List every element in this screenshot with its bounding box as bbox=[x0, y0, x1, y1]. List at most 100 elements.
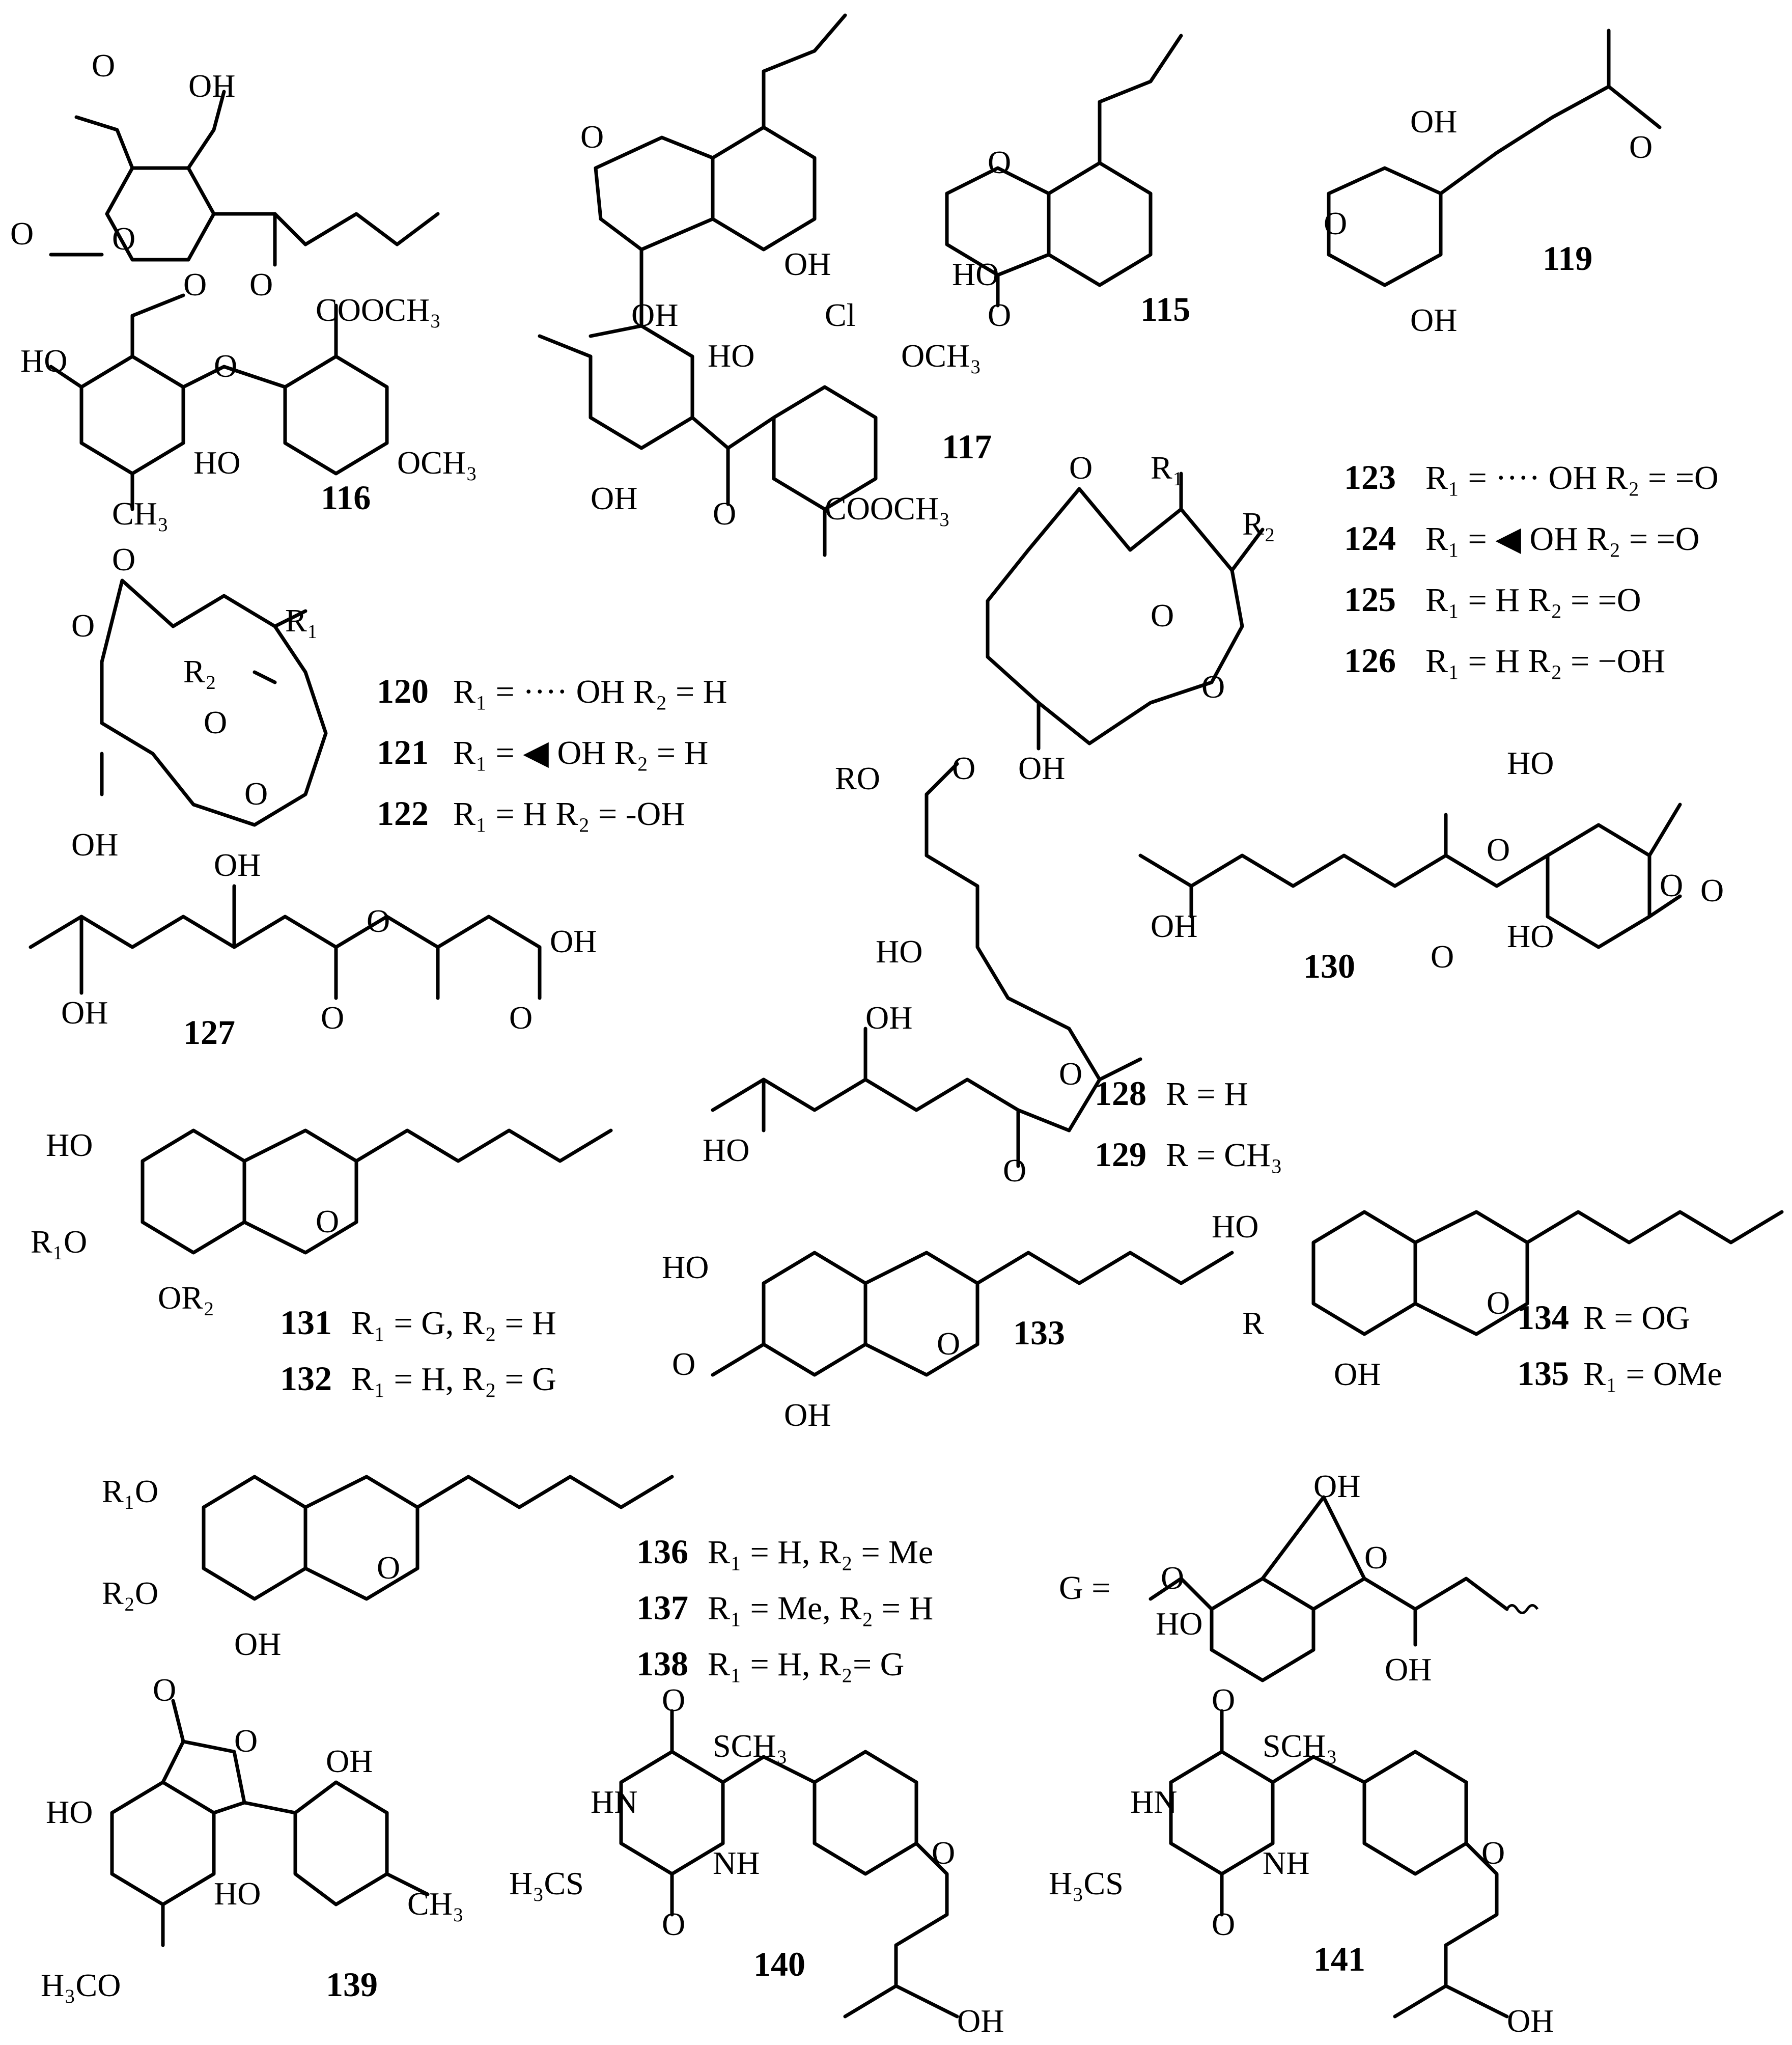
label-ho: HO bbox=[46, 1794, 93, 1830]
structure-136-138: R₁O R₂O OH O bbox=[102, 1473, 674, 1662]
label-h3cs: H₃CS bbox=[509, 1865, 584, 1901]
label-o: O bbox=[112, 220, 135, 257]
label-o: O bbox=[1324, 205, 1347, 241]
label-sch3: SCH₃ bbox=[713, 1728, 788, 1764]
compound-number: 123 bbox=[1344, 458, 1396, 496]
label-ho: HO bbox=[46, 1127, 93, 1163]
substituent-text: R₁ = H R₂ = −OH bbox=[1425, 643, 1665, 680]
structure-134-135: HO R OH O bbox=[1212, 1208, 1784, 1392]
structure-130: OH O O HO HO O O 130 bbox=[1138, 745, 1724, 985]
label-ro: RO bbox=[835, 760, 880, 796]
structure-123-126: O R₁ R₂ O O OH bbox=[986, 450, 1275, 786]
label-o: O bbox=[662, 1682, 685, 1718]
label-ho: HO bbox=[662, 1249, 709, 1285]
substituent-table-136-138: 136 R₁ = H, R₂ = Me 137 R₁ = Me, R₂ = H … bbox=[636, 1532, 933, 1683]
structure-119: OH OH O O 119 bbox=[1324, 29, 1662, 338]
label-o: O bbox=[509, 1000, 533, 1036]
label-o: O bbox=[1212, 1682, 1235, 1718]
substituent-table-134-135: 134 R = OG 135 R₁ = OMe bbox=[1517, 1298, 1722, 1393]
label-ho: HO bbox=[1507, 918, 1554, 954]
label-oh: OH bbox=[1385, 1651, 1432, 1688]
label-o: O bbox=[580, 119, 604, 155]
substituent-text: R₁ = H R₂ = =O bbox=[1425, 582, 1641, 619]
compound-number: 137 bbox=[636, 1588, 688, 1627]
structure-139: O O HO OH HO CH₃ H₃CO 139 bbox=[41, 1672, 464, 2004]
substituent-table-128-129: 128 R = H 129 R = CH₃ bbox=[1095, 1074, 1282, 1174]
label-ho: HO bbox=[952, 256, 999, 292]
label-oh: OH bbox=[71, 826, 118, 863]
substituent-table-120-122: 120 R₁ = ···· OH R₂ = H 121 R₁ = ◀ OH R₂… bbox=[377, 672, 727, 833]
label-o: O bbox=[1431, 938, 1454, 975]
label-oh: OH bbox=[784, 1397, 831, 1433]
label-o: O bbox=[1700, 872, 1724, 908]
compound-number: 122 bbox=[377, 794, 429, 833]
label-ho: HO bbox=[708, 338, 754, 374]
substituent-text: R₁ = G, R₂ = H bbox=[351, 1305, 556, 1342]
label-oh: OH bbox=[1507, 2003, 1554, 2039]
substituent-text: R₁ = ◀ OH R₂ = =O bbox=[1425, 520, 1699, 558]
substituent-table-131-132: 131 R₁ = G, R₂ = H 132 R₁ = H, R₂ = G bbox=[280, 1303, 556, 1398]
label-ho: HO bbox=[876, 933, 922, 970]
substituent-text: R₁ = H, R₂= G bbox=[708, 1646, 904, 1683]
label-o: O bbox=[244, 776, 268, 812]
label-o: O bbox=[713, 495, 736, 532]
compound-number: 120 bbox=[377, 672, 429, 710]
label-o: O bbox=[1481, 1835, 1505, 1871]
label-o: O bbox=[672, 1346, 695, 1382]
label-oh: OH bbox=[631, 297, 678, 333]
label-oh: OH bbox=[957, 2003, 1004, 2039]
label-o: O bbox=[1059, 1056, 1082, 1092]
structure-127: OH OH O O O OH 127 bbox=[29, 847, 597, 1052]
label-o: O bbox=[1201, 669, 1225, 705]
compound-number-119: 119 bbox=[1543, 239, 1592, 278]
label-o: O bbox=[316, 1203, 339, 1239]
compound-number: 134 bbox=[1517, 1298, 1569, 1337]
label-r1o: R₁O bbox=[31, 1224, 87, 1260]
label-o: O bbox=[952, 750, 975, 786]
label-oh: OH bbox=[1151, 908, 1197, 944]
compound-number: 136 bbox=[636, 1532, 688, 1571]
structure-116: O OH O O O O O HO HO COOCH₃ OCH₃ CH₃ 116 bbox=[10, 47, 477, 532]
label-o: O bbox=[937, 1325, 960, 1362]
compound-number-117: 117 bbox=[942, 427, 992, 466]
substituent-text: R₁ = H, R₂ = Me bbox=[708, 1534, 933, 1571]
label-och3: OCH₃ bbox=[397, 445, 477, 481]
label-oh: OH bbox=[1313, 1468, 1360, 1504]
label-o: O bbox=[988, 144, 1011, 180]
compound-number: 138 bbox=[636, 1644, 688, 1683]
label-oh: OH bbox=[326, 1743, 373, 1779]
label-hn: HN bbox=[591, 1784, 637, 1820]
label-o: O bbox=[234, 1723, 258, 1759]
substituent-table-123-126: 123 R₁ = ···· OH R₂ = =O 124 R₁ = ◀ OH R… bbox=[1344, 458, 1719, 680]
label-h3cs: H₃CS bbox=[1049, 1865, 1124, 1901]
compound-number: 128 bbox=[1095, 1074, 1146, 1113]
label-r: R bbox=[1242, 1305, 1264, 1341]
label-ho: HO bbox=[193, 445, 240, 481]
compound-number-130: 130 bbox=[1303, 947, 1355, 985]
label-o: O bbox=[1161, 1560, 1184, 1596]
substituent-text: R₁ = ···· OH R₂ = H bbox=[453, 673, 727, 710]
label-och3: OCH₃ bbox=[901, 338, 981, 374]
label-ho: HO bbox=[1507, 745, 1554, 781]
label-ch3: CH₃ bbox=[112, 495, 169, 532]
label-o: O bbox=[1660, 867, 1683, 903]
label-o: O bbox=[1487, 1285, 1510, 1321]
substituent-text: R = H bbox=[1166, 1075, 1248, 1113]
label-o: O bbox=[112, 541, 135, 577]
label-sch3: SCH₃ bbox=[1263, 1728, 1337, 1764]
compound-number: 124 bbox=[1344, 519, 1396, 558]
label-ho: HO bbox=[20, 343, 67, 379]
compound-number: 125 bbox=[1344, 580, 1396, 619]
label-r1: R₁ bbox=[1151, 450, 1184, 486]
label-o: O bbox=[214, 348, 237, 384]
label-o: O bbox=[71, 607, 95, 644]
substituent-text: R₁ = ···· OH R₂ = =O bbox=[1425, 459, 1719, 496]
label-o: O bbox=[377, 1550, 400, 1586]
label-o: O bbox=[1069, 450, 1093, 486]
substituent-text: R₁ = ◀ OH R₂ = H bbox=[453, 734, 708, 771]
compound-number: 131 bbox=[280, 1303, 332, 1342]
compound-number-139: 139 bbox=[326, 1965, 378, 2004]
label-nh: NH bbox=[713, 1845, 760, 1881]
label-oh: OH bbox=[214, 847, 261, 883]
